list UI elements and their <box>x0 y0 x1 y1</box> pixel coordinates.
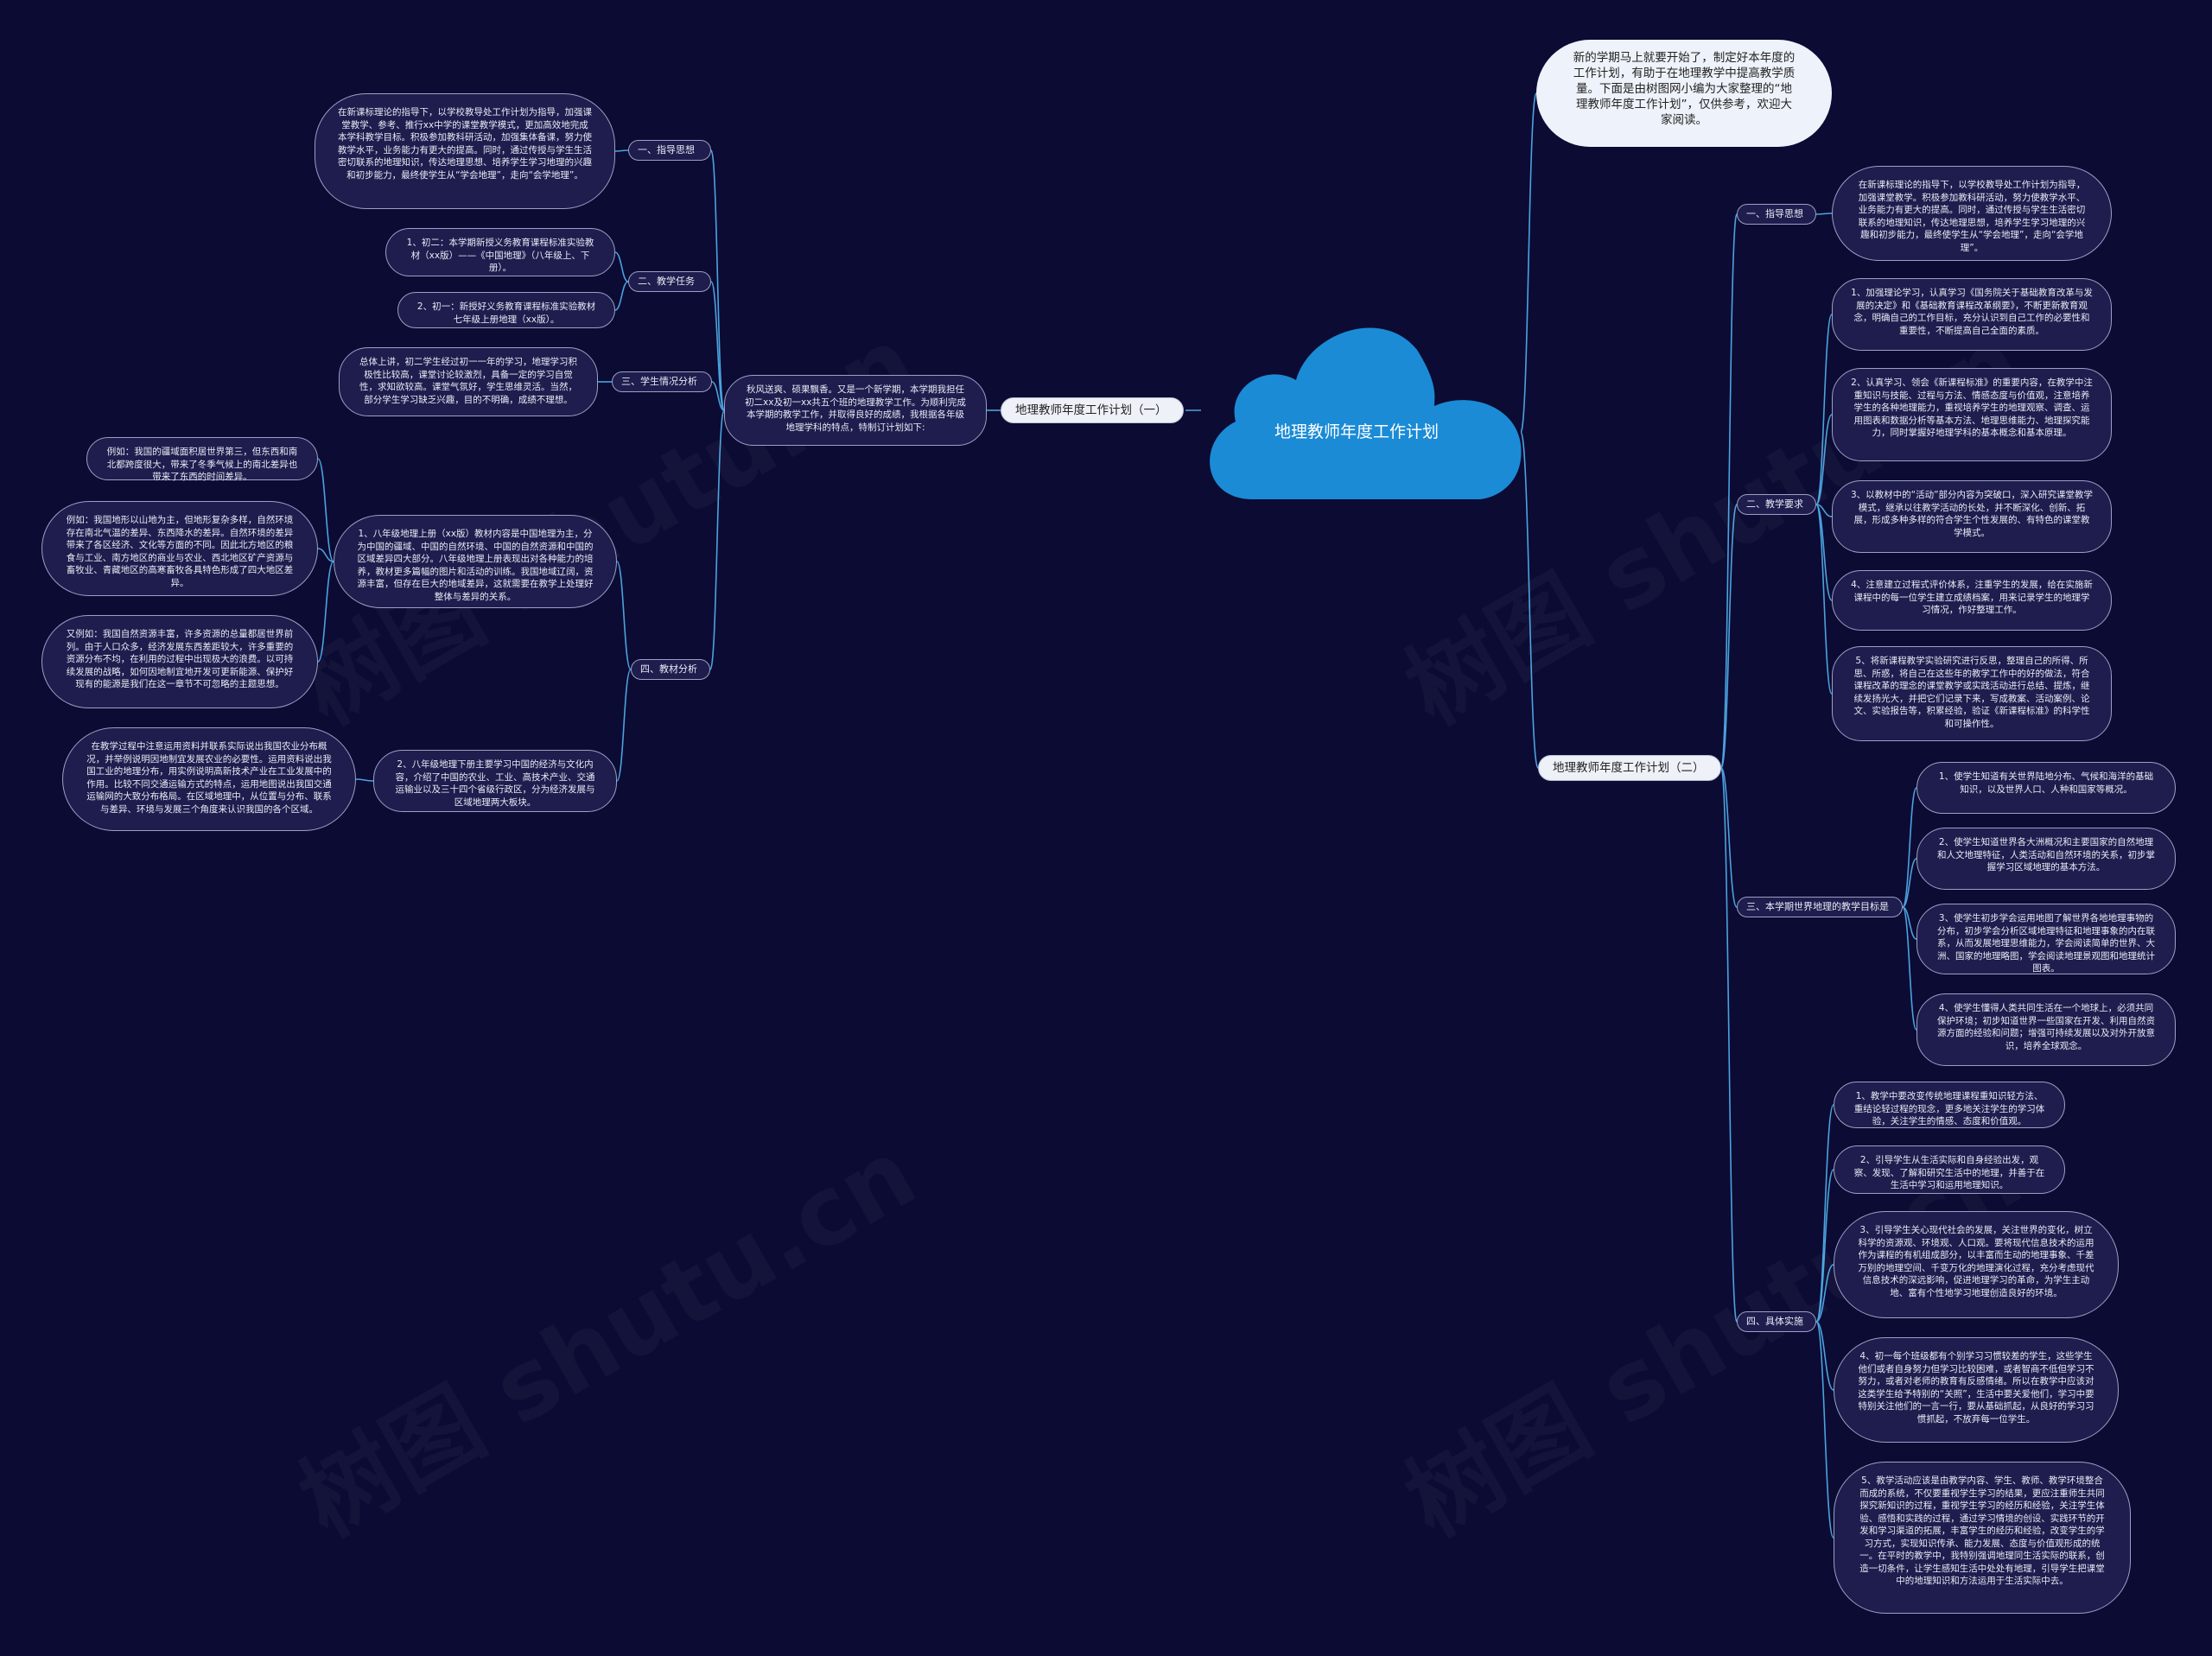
connector-line <box>710 281 725 411</box>
right-s2-leaf-4[interactable]: 4、注意建立过程式评价体系，注重学生的发展，给在实施新课程中的每一位学生建立成绩… <box>1832 570 2112 631</box>
connector-line <box>1720 213 1738 769</box>
right-s3-leaf-3[interactable]: 3、使学生初步学会运用地图了解世界各地地理事物的分布，初步学会分析区域地理特征和… <box>1916 904 2176 974</box>
left-s4-sub-1-example-1[interactable]: 例如：我国的疆域面积居世界第三，但东西和南北都跨度很大，带来了冬季气候上的南北差… <box>86 437 318 482</box>
branch-left[interactable]: 地理教师年度工作计划（一） <box>1001 397 1184 423</box>
connector-line <box>614 251 629 282</box>
right-s2-leaf-1[interactable]: 1、加强理论学习，认真学习《国务院关于基础教育改革与发展的决定》和《基础教育课程… <box>1832 278 2112 351</box>
connector-line <box>1520 431 1539 769</box>
intro-bubble[interactable]: 新的学期马上就要开始了，制定好本年度的工作计划，有助于在地理教学中提高教学质量。… <box>1536 40 1832 147</box>
left-s3-leaf[interactable]: 总体上讲，初二学生经过初一一年的学习，地理学习积极性比较高，课堂讨论较激烈，具备… <box>339 347 598 416</box>
right-s1-leaf[interactable]: 在新课标理论的指导下，以学校教导处工作计划为指导，加强课堂教学。积极参加教科研活… <box>1832 166 2112 261</box>
right-s2-leaf-5[interactable]: 5、将新课程教学实验研究进行反思，整理自己的所得、所思、所惑，将自己在这些年的教… <box>1832 646 2112 741</box>
section-label-left-3[interactable]: 三、学生情况分析 <box>612 371 712 392</box>
left-s2-leaf-1[interactable]: 1、初二：本学期新授义务教育课程标准实验教材（xx版）——《中国地理》（八年级上… <box>385 228 615 276</box>
left-summary[interactable]: 秋风送爽、硕果飘香。又是一个新学期，本学期我担任初二xx及初一xx共五个班的地理… <box>724 375 987 446</box>
right-s4-leaf-2[interactable]: 2、引导学生从生活实际和自身经验出发，观察、发现、了解和研究生活中的地理，并善于… <box>1834 1145 2065 1194</box>
connector-line <box>710 149 725 411</box>
connector-line <box>1720 504 1738 769</box>
right-s4-leaf-1[interactable]: 1、教学中要改变传统地理课程重知识轻方法、重结论轻过程的现念，更多地关注学生的学… <box>1834 1082 2065 1128</box>
connector-line <box>709 409 725 670</box>
connector-line <box>317 458 334 562</box>
connector-line <box>1902 858 1917 908</box>
section-label-left-4[interactable]: 四、教材分析 <box>631 659 710 680</box>
central-topic[interactable]: 地理教师年度工作计划 <box>1274 422 1439 441</box>
right-s2-leaf-2[interactable]: 2、认真学习、领会《新课程标准》的重要内容，在教学中注重知识与技能、过程与方法、… <box>1832 368 2112 461</box>
section-label-right-3[interactable]: 三、本学期世界地理的教学目标是 <box>1737 897 1903 917</box>
connector-line <box>317 561 334 663</box>
connector-line <box>1815 1321 1834 1391</box>
left-s4-sub-1[interactable]: 1、八年级地理上册（xx版）教材内容是中国地理为主，分为中国的疆域、中国的自然环… <box>334 515 617 608</box>
left-s4-sub-1-example-3[interactable]: 又例如：我国自然资源丰富，许多资源的总量都居世界前列。由于人口众多，经济发展东西… <box>41 615 318 708</box>
section-label-left-1[interactable]: 一、指导思想 <box>628 140 711 161</box>
connector-line <box>614 281 629 311</box>
cloud-shape <box>1210 327 1522 499</box>
connector-line <box>1902 787 1917 908</box>
left-s4-sub-2-example-1[interactable]: 在教学过程中注意运用资料并联系实际说出我国农业分布概况，并举例说明因地制宜发展农… <box>62 727 356 831</box>
connector-line <box>355 778 374 782</box>
connector-line <box>1815 1264 1834 1323</box>
left-s2-leaf-2[interactable]: 2、初一：新授好义务教育课程标准实验教材七年级上册地理（xx版）。 <box>397 292 615 328</box>
connector-line <box>616 561 632 670</box>
connector-line <box>1815 314 1833 505</box>
connector-line <box>1815 1321 1834 1539</box>
right-s3-leaf-2[interactable]: 2、使学生知道世界各大洲概况和主要国家的自然地理和人文地理特征，人类活动和自然环… <box>1916 828 2176 890</box>
right-s4-leaf-4[interactable]: 4、初一每个班级都有个别学习习惯较差的学生，这些学生他们或者自身努力但学习比较困… <box>1834 1337 2119 1443</box>
right-s4-leaf-5[interactable]: 5、教学活动应该是由教学内容、学生、教师、教学环境整合而成的系统，不仅要重视学生… <box>1834 1462 2131 1614</box>
section-label-right-2[interactable]: 二、教学要求 <box>1737 494 1816 515</box>
right-s3-leaf-4[interactable]: 4、使学生懂得人类共同生活在一个地球上，必须共同保护环境；初步知道世界一些国家在… <box>1916 993 2176 1066</box>
right-s2-leaf-3[interactable]: 3、以教材中的“活动”部分内容为突破口，深入研究课堂教学模式，继承以往教学活动的… <box>1832 480 2112 553</box>
connector-line <box>1815 504 1833 601</box>
left-s1-leaf[interactable]: 在新课标理论的指导下，以学校教导处工作计划为指导，加强课堂教学、参考、推行xx中… <box>315 93 615 209</box>
section-label-right-4[interactable]: 四、具体实施 <box>1737 1311 1816 1332</box>
connector-line <box>1815 213 1833 215</box>
connector-line <box>1815 414 1833 505</box>
section-label-left-2[interactable]: 二、教学任务 <box>628 271 711 292</box>
section-label-right-1[interactable]: 一、指导思想 <box>1737 204 1816 225</box>
branch-right[interactable]: 地理教师年度工作计划（二） <box>1538 755 1721 781</box>
connector-line <box>317 548 334 562</box>
right-s4-leaf-3[interactable]: 3、引导学生关心现代社会的发展，关注世界的变化，树立科学的资源观、环境观、人口观… <box>1834 1211 2119 1318</box>
left-s4-sub-1-example-2[interactable]: 例如：我国地形以山地为主，但地形复杂多样，自然环境存在南北气温的差异、东西降水的… <box>41 501 318 596</box>
connector-line <box>1815 504 1833 695</box>
left-s4-sub-2[interactable]: 2、八年级地理下册主要学习中国的经济与文化内容，介绍了中国的农业、工业、高技术产… <box>373 750 617 812</box>
right-s3-leaf-1[interactable]: 1、使学生知道有关世界陆地分布、气候和海洋的基础知识，以及世界人口、人种和国家等… <box>1916 762 2176 814</box>
connector-line <box>1520 92 1537 433</box>
connector-line <box>1720 767 1738 1323</box>
connector-line <box>614 149 629 152</box>
connector-line <box>1815 1169 1834 1323</box>
connector-line <box>1902 906 1917 1031</box>
connector-line <box>1815 504 1833 517</box>
connector-line <box>711 381 725 411</box>
connector-line <box>1720 767 1738 908</box>
connector-line <box>616 669 632 782</box>
